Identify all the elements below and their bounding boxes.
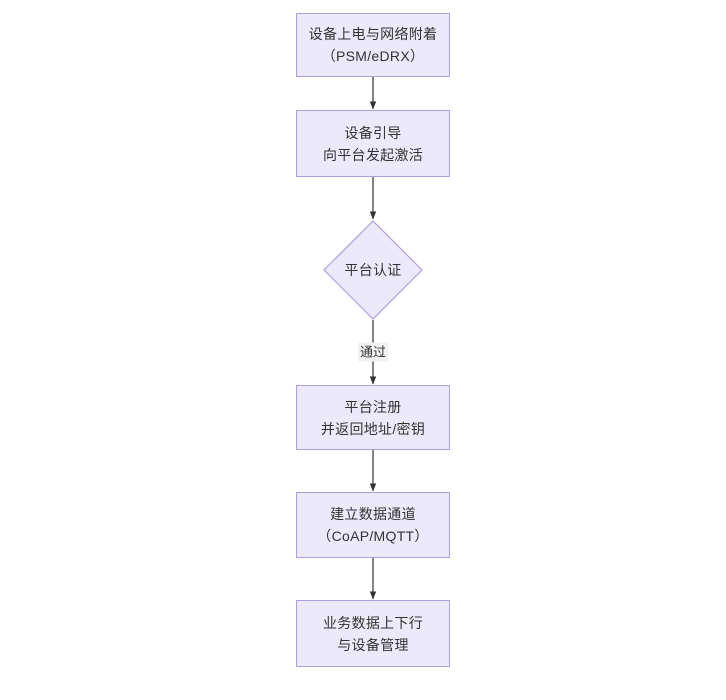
- node-label-line2: 并返回地址/密钥: [320, 420, 426, 437]
- node-establish-data-channel[interactable]: 建立数据通道 （CoAP/MQTT）: [296, 492, 450, 558]
- node-label-line1: 设备引导: [344, 124, 402, 141]
- node-label-line1: 业务数据上下行: [322, 614, 424, 631]
- node-label-line2: （PSM/eDRX）: [321, 48, 425, 64]
- node-platform-authentication[interactable]: 平台认证: [323, 220, 423, 320]
- node-device-power-on[interactable]: 设备上电与网络附着 （PSM/eDRX）: [296, 13, 450, 77]
- node-platform-registration[interactable]: 平台注册 并返回地址/密钥: [296, 385, 450, 450]
- node-label-line1: 建立数据通道: [330, 506, 416, 522]
- node-business-data-and-management[interactable]: 业务数据上下行 与设备管理: [296, 600, 450, 667]
- node-label-line2: 向平台发起激活: [322, 146, 424, 163]
- node-label-line2: 与设备管理: [337, 636, 409, 653]
- diamond-shape: [323, 220, 423, 320]
- node-label-line1: 设备上电与网络附着: [308, 26, 438, 42]
- node-label-line1: 平台认证: [344, 262, 402, 278]
- node-label-line1: 平台注册: [344, 398, 402, 415]
- node-device-bootstrap[interactable]: 设备引导 向平台发起激活: [296, 110, 450, 177]
- edge-label-pass: 通过: [357, 342, 389, 362]
- node-label-line2: （CoAP/MQTT）: [317, 528, 429, 544]
